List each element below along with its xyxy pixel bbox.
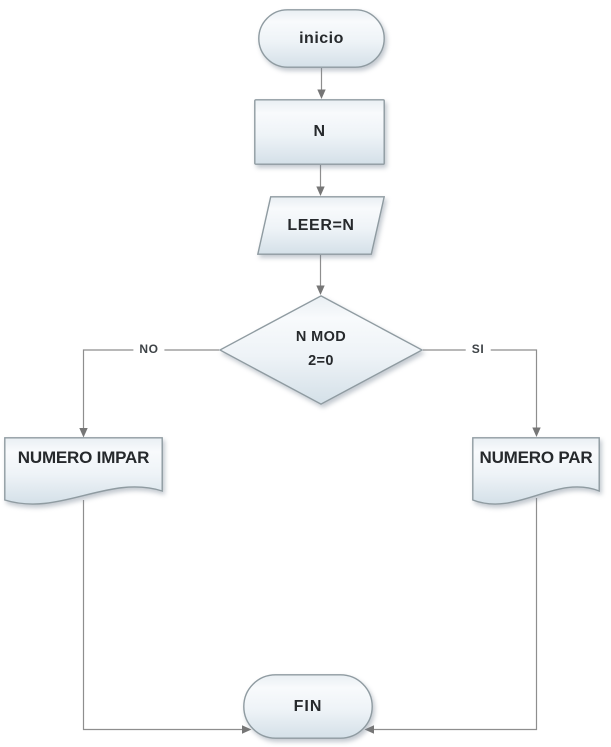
data-input-shape xyxy=(257,196,385,255)
arrowhead-down-icon xyxy=(316,186,325,196)
node-numero-impar-label: NUMERO IMPAR xyxy=(17,448,150,467)
node-numero-par-label: NUMERO PAR xyxy=(479,448,593,467)
node-numero-impar: NUMERO IMPAR xyxy=(4,437,163,509)
node-decision-label: N MOD 2=0 xyxy=(295,329,347,369)
node-n-label: N xyxy=(313,123,326,141)
node-leer-label: LEER=N xyxy=(287,216,355,234)
edge-decision-no xyxy=(82,349,219,429)
edge-impar-to-fin xyxy=(82,500,243,731)
edge-label-si: SI xyxy=(465,341,491,357)
terminator-shape xyxy=(258,9,385,68)
node-n: N xyxy=(254,99,385,165)
arrowhead-right-icon xyxy=(242,725,252,734)
edge-par-to-fin xyxy=(373,498,538,731)
node-decision: N MOD 2=0 xyxy=(219,295,423,405)
decision-diamond-shape xyxy=(219,295,423,405)
node-numero-par: NUMERO PAR xyxy=(472,437,600,509)
node-leer: LEER=N xyxy=(257,196,385,255)
process-shape xyxy=(254,99,385,165)
document-shape xyxy=(4,437,163,505)
arrowhead-down-icon xyxy=(532,427,541,437)
arrowhead-left-icon xyxy=(364,725,374,734)
arrowhead-down-icon xyxy=(317,89,326,99)
document-shape xyxy=(472,437,600,505)
terminator-shape xyxy=(243,674,373,739)
node-inicio: inicio xyxy=(258,9,385,68)
arrowhead-down-icon xyxy=(79,428,88,438)
node-fin-label: FIN xyxy=(293,697,323,715)
node-fin: FIN xyxy=(243,674,373,739)
edge-decision-si xyxy=(423,349,538,429)
node-inicio-label: inicio xyxy=(299,29,344,47)
arrowhead-down-icon xyxy=(316,285,325,295)
edge-label-no: NO xyxy=(133,341,165,357)
